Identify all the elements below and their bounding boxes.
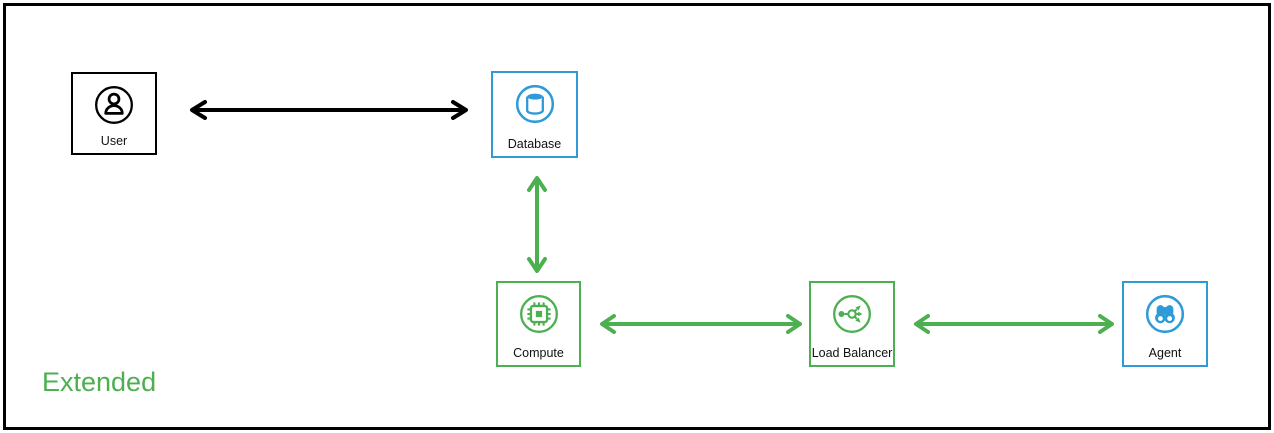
node-user[interactable]: User xyxy=(71,72,157,155)
edge-loadbalancer-agent xyxy=(914,314,1114,334)
binoculars-icon xyxy=(1145,294,1185,334)
node-agent[interactable]: Agent xyxy=(1122,281,1208,367)
node-database[interactable]: Database xyxy=(491,71,578,158)
node-label: Agent xyxy=(1148,346,1182,360)
chip-icon xyxy=(519,295,558,333)
node-load-balancer[interactable]: Load Balancer xyxy=(809,281,895,367)
extended-annotation: Extended xyxy=(42,367,157,397)
load-balancer-icon xyxy=(833,295,871,333)
node-label: Compute xyxy=(513,346,564,360)
node-label: User xyxy=(100,134,128,148)
person-icon xyxy=(95,86,133,124)
node-label: Load Balancer xyxy=(811,346,893,360)
node-label: Database xyxy=(507,137,562,151)
edge-user-database xyxy=(190,100,468,120)
edge-database-compute xyxy=(527,176,547,273)
database-icon xyxy=(515,84,554,124)
edge-compute-loadbalancer xyxy=(600,314,802,334)
node-compute[interactable]: Compute xyxy=(496,281,581,367)
